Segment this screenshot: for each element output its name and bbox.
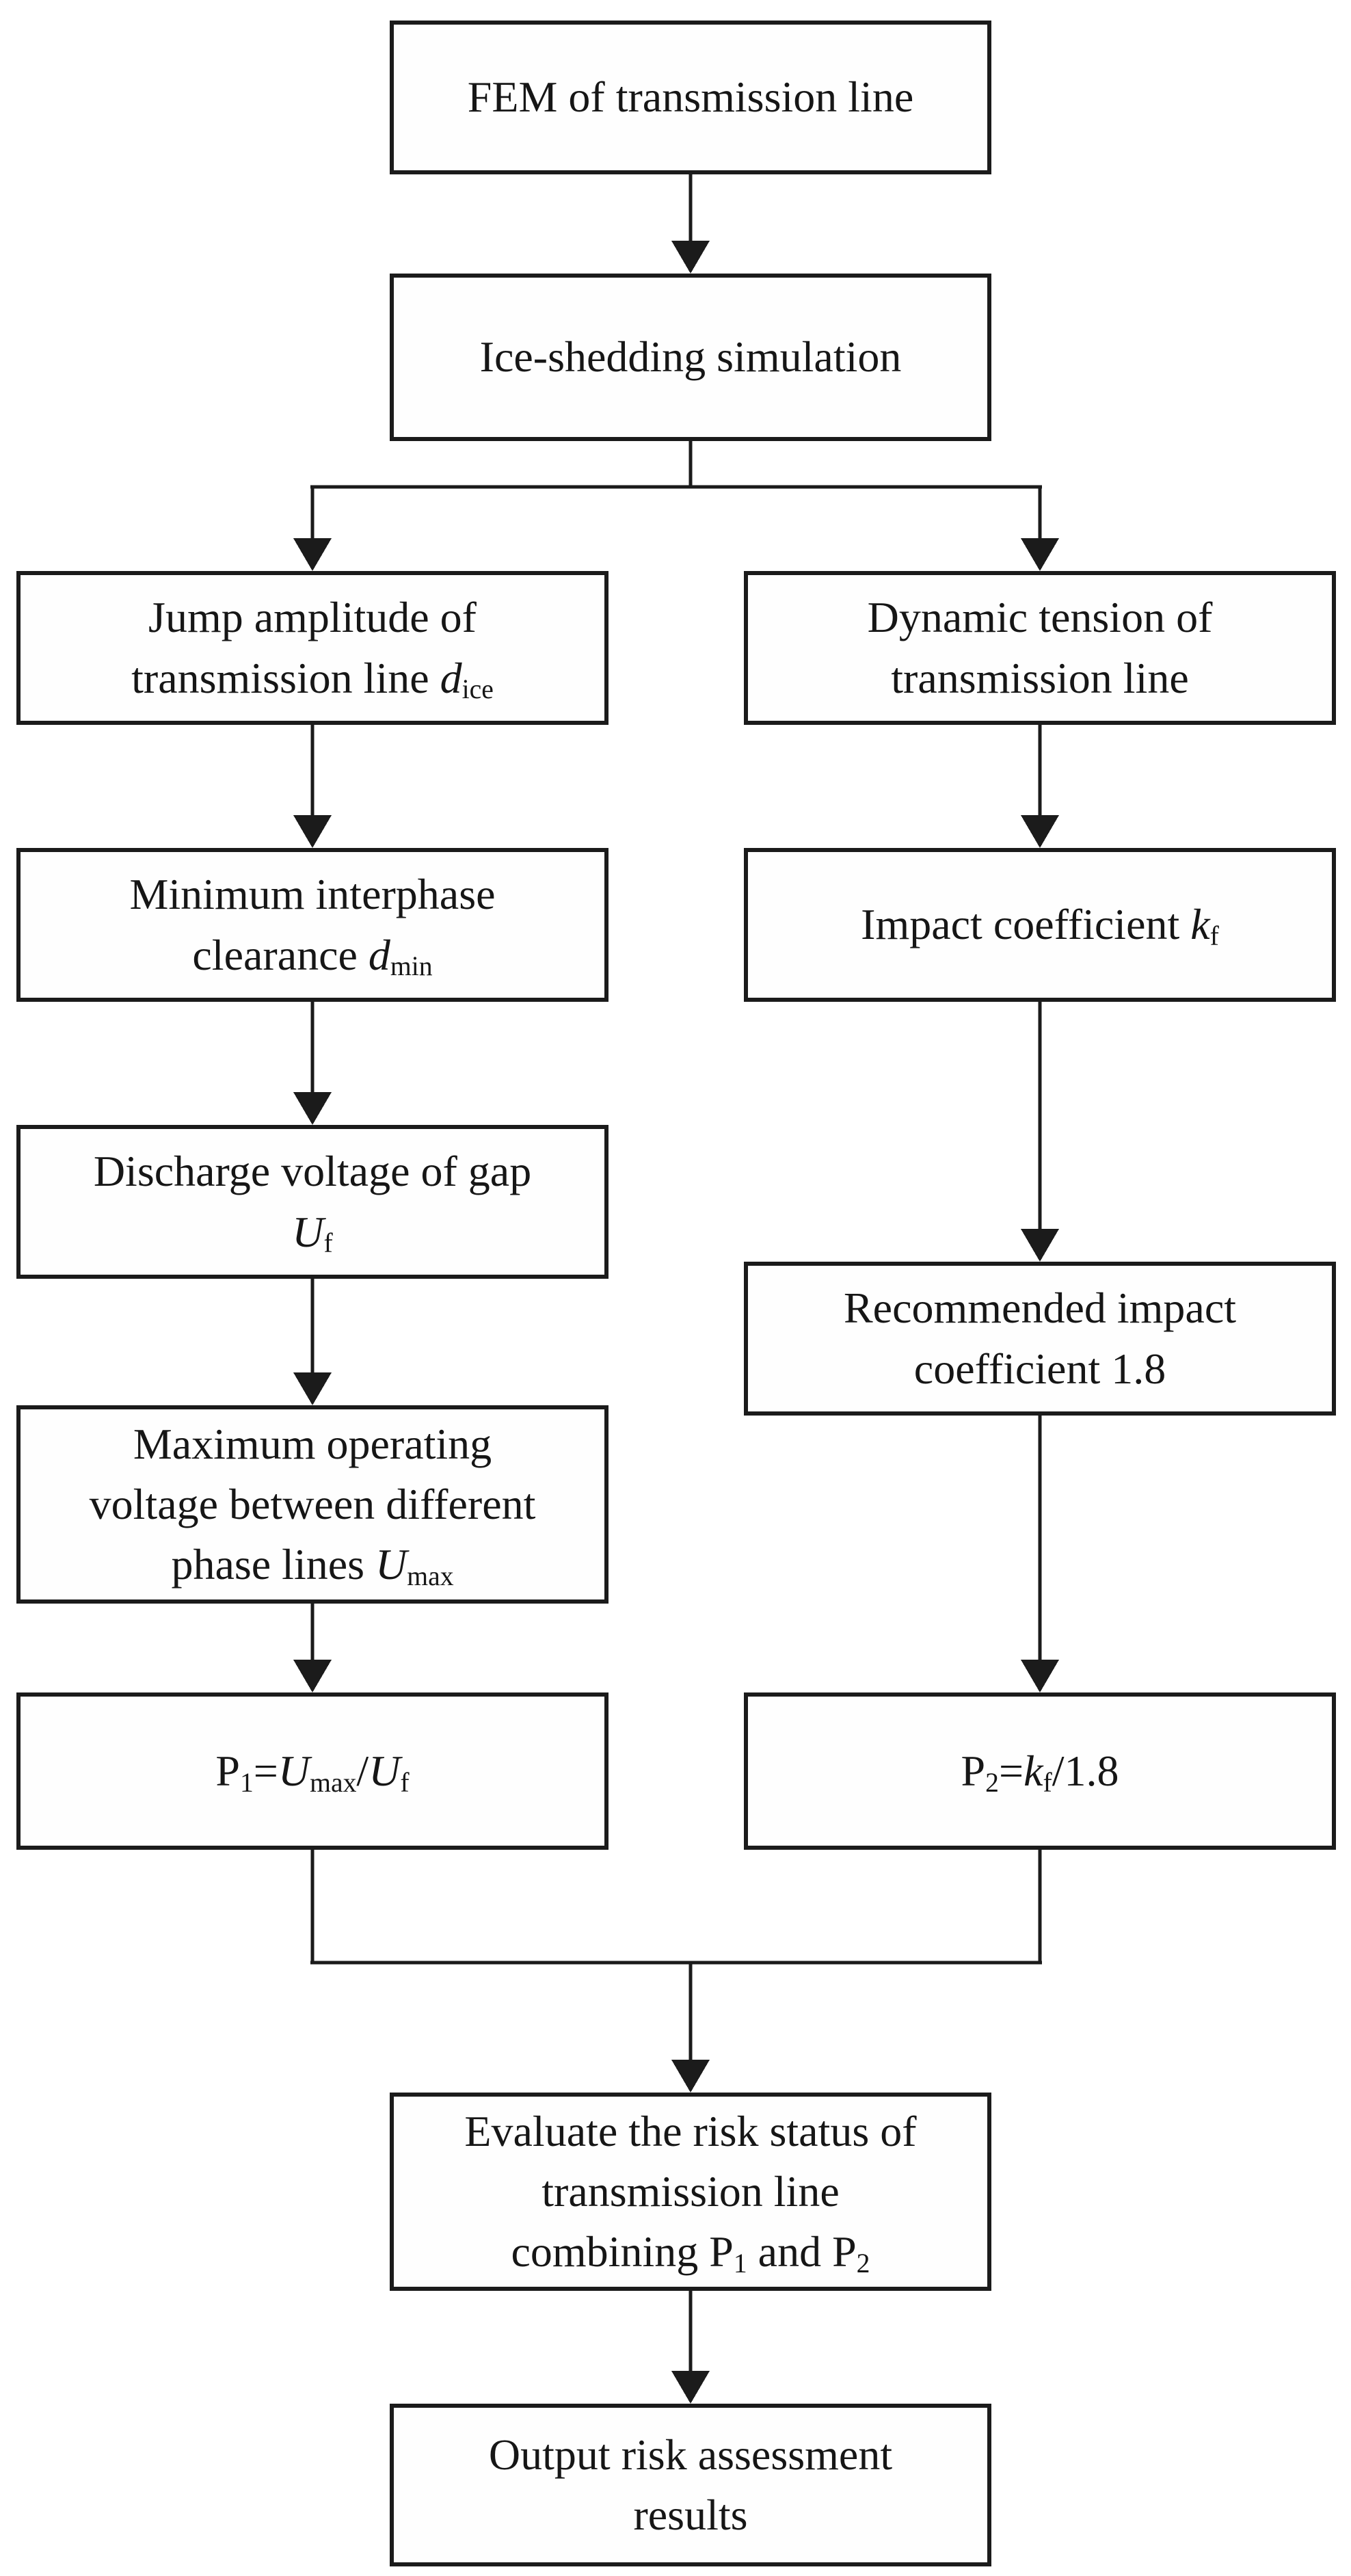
box-maximum-operating-voltage: Maximum operating voltage between differe… bbox=[16, 1405, 608, 1604]
arrow-impact-to-recommended-head bbox=[1021, 1229, 1059, 1262]
box-text-line: clearance dmin bbox=[192, 930, 433, 982]
arrow-split-to-dynamic-head bbox=[1021, 538, 1059, 571]
box-ice-shedding-simulation: Ice-shedding simulation bbox=[390, 274, 991, 441]
box-text-line: P2=kf/1.8 bbox=[961, 1746, 1119, 1798]
box-fem-of-transmission-line: FEM of transmission line bbox=[390, 21, 991, 174]
box-p1-formula: P1=Umax/Uf bbox=[16, 1692, 608, 1850]
box-text-line: transmission line dice bbox=[131, 653, 494, 705]
box-text-line: coefficient 1.8 bbox=[913, 1344, 1166, 1393]
box-output-risk-assessment: Output risk assessment results bbox=[390, 2404, 991, 2566]
box-evaluate-risk-status: Evaluate the risk status of transmission … bbox=[390, 2093, 991, 2291]
box-text-line: Discharge voltage of gap bbox=[93, 1147, 532, 1196]
box-dynamic-tension: Dynamic tension of transmission line bbox=[744, 571, 1336, 725]
arrow-merge-to-evaluate-head bbox=[671, 2060, 710, 2093]
box-text-line: P1=Umax/Uf bbox=[215, 1746, 410, 1798]
box-text-line: Ice-shedding simulation bbox=[479, 332, 902, 382]
box-text-line: Maximum operating bbox=[133, 1419, 492, 1468]
arrow-evaluate-to-output-head bbox=[671, 2371, 710, 2404]
box-recommended-impact-coefficient: Recommended impact coefficient 1.8 bbox=[744, 1262, 1336, 1416]
arrow-discharge-to-maximum-head bbox=[293, 1372, 332, 1405]
box-text-line: results bbox=[633, 2491, 748, 2539]
box-text-line: Impact coefficient kf bbox=[861, 900, 1219, 952]
box-minimum-interphase-clearance: Minimum interphase clearance dmin bbox=[16, 848, 608, 1002]
box-text-line: Dynamic tension of bbox=[867, 593, 1213, 642]
box-text-line: transmission line bbox=[541, 2166, 840, 2216]
arrow-fem-to-ice-head bbox=[671, 241, 710, 274]
arrow-recommended-to-p2-head bbox=[1021, 1660, 1059, 1692]
box-text-line: Recommended impact bbox=[843, 1284, 1237, 1333]
arrow-minimum-to-discharge-head bbox=[293, 1092, 332, 1125]
box-text-line: Jump amplitude of bbox=[148, 593, 477, 642]
box-text-line: Minimum interphase bbox=[129, 870, 496, 919]
box-text-line: Uf bbox=[292, 1207, 333, 1259]
box-text-line: Evaluate the risk status of bbox=[464, 2106, 917, 2155]
arrow-dynamic-to-impact-head bbox=[1021, 815, 1059, 848]
box-text-line: Output risk assessment bbox=[488, 2430, 893, 2479]
box-text-line: voltage between different bbox=[89, 1479, 536, 1528]
box-text-line: combining P1 and P2 bbox=[511, 2227, 870, 2279]
box-text-line: phase lines Umax bbox=[171, 1540, 454, 1591]
box-text-line: FEM of transmission line bbox=[467, 72, 914, 122]
arrow-jump-to-minimum-head bbox=[293, 815, 332, 848]
box-text-line: transmission line bbox=[891, 653, 1189, 702]
arrow-split-to-jump-head bbox=[293, 538, 332, 571]
arrow-maximum-to-p1-head bbox=[293, 1660, 332, 1692]
box-p2-formula: P2=kf/1.8 bbox=[744, 1692, 1336, 1850]
box-impact-coefficient: Impact coefficient kf bbox=[744, 848, 1336, 1002]
box-jump-amplitude: Jump amplitude of transmission line dice bbox=[16, 571, 608, 725]
